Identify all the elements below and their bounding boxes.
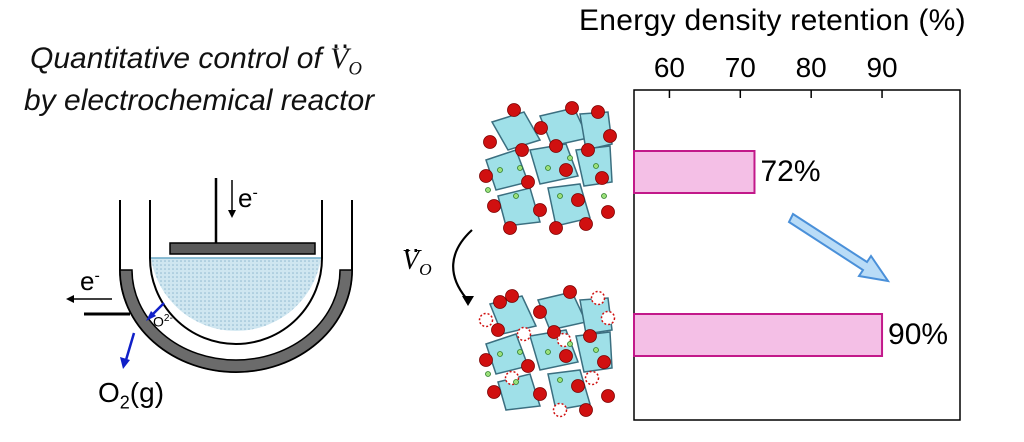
inner-vessel-wall — [149, 200, 323, 345]
crystal-structure-with-vacancies — [478, 285, 616, 418]
electrode-plate — [169, 242, 316, 255]
oxide-ion-label: O2- — [153, 313, 173, 330]
x-tick-label: 80 — [795, 52, 827, 83]
x-tick-label: 70 — [724, 52, 756, 83]
x-tick-label: 60 — [653, 52, 685, 83]
improvement-arrow — [787, 212, 891, 283]
x-tick-label: 90 — [866, 52, 898, 83]
electron-label-top: e- — [238, 183, 258, 213]
bar-value-label: 72% — [760, 155, 821, 188]
retention-bar — [633, 150, 756, 194]
reactor-title-line2: by electrochemical reactor — [24, 84, 375, 117]
retention-bar — [633, 313, 884, 357]
oxygen-gas-label: O2(g) — [98, 377, 165, 413]
bar-value-label: 90% — [888, 318, 949, 351]
electron-label-left: e- — [80, 266, 100, 296]
oxygen-vacancy-symbol: VO — [330, 42, 362, 80]
middle-vacancy-symbol: VO — [402, 244, 432, 280]
chart-frame — [633, 89, 961, 421]
solid-electrolyte — [119, 269, 353, 373]
electrolyte-liquid — [151, 258, 321, 331]
chart-title: Energy density retention (%) — [579, 4, 966, 37]
reactor-title-line1: Quantitative control of VO — [30, 42, 362, 81]
crystal-structure-pristine — [476, 101, 617, 235]
vacancy-arrow — [452, 229, 473, 299]
